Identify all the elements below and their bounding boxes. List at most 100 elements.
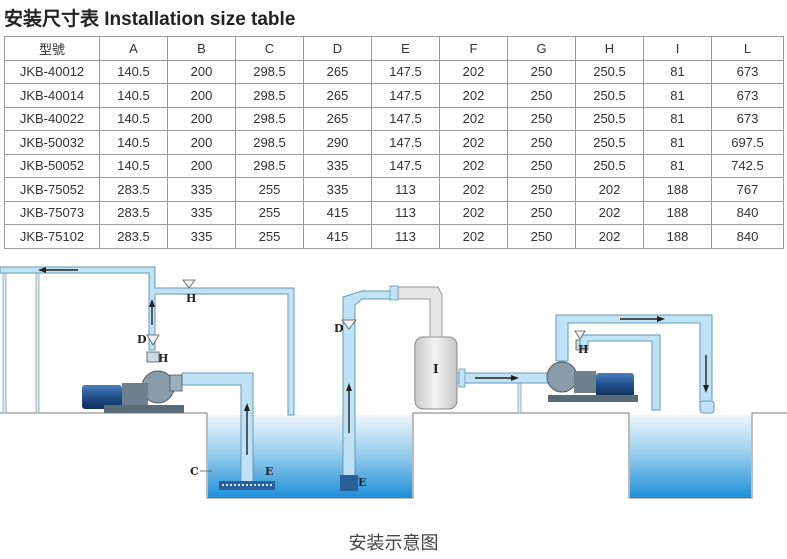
model-cell: JKB-40014 — [4, 83, 100, 108]
dimension-cell: 202 — [439, 83, 508, 108]
dimension-cell: 202 — [439, 153, 508, 178]
installation-diagram: H D H C E D E I H — [0, 266, 787, 499]
dimension-cell: 113 — [371, 200, 440, 225]
dimension-cell: 147.5 — [371, 83, 440, 108]
dimension-cell: 200 — [167, 153, 236, 178]
dimension-cell: 202 — [575, 224, 644, 249]
right-outlet — [699, 400, 715, 414]
dimension-cell: 202 — [439, 59, 508, 84]
dimension-cell: 283.5 — [99, 224, 168, 249]
label-h-left-lower: H — [158, 352, 168, 365]
left-frame-post-2 — [35, 269, 40, 414]
dimension-cell: 298.5 — [235, 59, 304, 84]
left-frame-post-1 — [2, 269, 7, 414]
center-valve-d — [341, 319, 357, 330]
right-pump-bracket — [574, 371, 596, 393]
dimension-cell: 250.5 — [575, 106, 644, 131]
tank-flange — [389, 285, 399, 301]
dimension-cell: 255 — [235, 177, 304, 202]
dimension-cell: 673 — [711, 83, 784, 108]
left-top-arrowhead — [38, 267, 46, 273]
dimension-cell: 113 — [371, 224, 440, 249]
header-l: L — [711, 36, 784, 61]
dimension-cell: 335 — [167, 224, 236, 249]
dimension-cell: 250 — [507, 153, 576, 178]
dimension-cell: 673 — [711, 59, 784, 84]
header-i: I — [643, 36, 712, 61]
left-pump-base — [104, 405, 184, 413]
dimension-cell: 200 — [167, 106, 236, 131]
header-b: B — [167, 36, 236, 61]
dimension-cell: 298.5 — [235, 153, 304, 178]
header-d: D — [303, 36, 372, 61]
dimension-cell: 140.5 — [99, 59, 168, 84]
dimension-cell: 255 — [235, 224, 304, 249]
dimension-cell: 298.5 — [235, 106, 304, 131]
dimension-cell: 81 — [643, 130, 712, 155]
header-g: G — [507, 36, 576, 61]
dimension-cell: 265 — [303, 106, 372, 131]
dimension-cell: 147.5 — [371, 130, 440, 155]
dimension-cell: 335 — [303, 177, 372, 202]
model-cell: JKB-75102 — [4, 224, 100, 249]
dimension-cell: 147.5 — [371, 153, 440, 178]
priming-tank-neck — [397, 286, 443, 338]
dimension-cell: 188 — [643, 177, 712, 202]
right-motor — [596, 373, 634, 397]
dimension-cell: 298.5 — [235, 130, 304, 155]
label-c: C — [190, 465, 199, 478]
label-e-left: E — [265, 465, 273, 478]
dimension-cell: 140.5 — [99, 130, 168, 155]
dimension-cell: 200 — [167, 130, 236, 155]
label-d-left: D — [137, 333, 147, 346]
right-top-arrowhead — [657, 316, 665, 322]
model-cell: JKB-40012 — [4, 59, 100, 84]
dimension-cell: 265 — [303, 59, 372, 84]
tank-outlet-flange — [458, 368, 466, 388]
header-h: H — [575, 36, 644, 61]
dimension-cell: 697.5 — [711, 130, 784, 155]
left-motor — [82, 385, 122, 409]
dimension-cell: 250 — [507, 106, 576, 131]
dimension-cell: 140.5 — [99, 153, 168, 178]
left-valve-h-top — [182, 279, 196, 289]
dimension-cell: 81 — [643, 106, 712, 131]
right-pool-water — [630, 415, 751, 498]
dimension-cell: 250.5 — [575, 59, 644, 84]
dimension-cell: 202 — [439, 224, 508, 249]
model-cell: JKB-75052 — [4, 177, 100, 202]
dimension-cell: 335 — [303, 153, 372, 178]
header-c: C — [235, 36, 304, 61]
dimension-cell: 265 — [303, 83, 372, 108]
dimension-cell: 250 — [507, 224, 576, 249]
dimension-cell: 202 — [575, 177, 644, 202]
label-h-top: H — [186, 292, 196, 305]
header-e: E — [371, 36, 440, 61]
dimension-cell: 415 — [303, 200, 372, 225]
dimension-cell: 188 — [643, 224, 712, 249]
page-title: 安装尺寸表 Installation size table — [4, 9, 296, 30]
center-suction-arrowhead — [346, 383, 352, 391]
left-pump-flange — [169, 374, 183, 392]
left-top-pipe — [0, 266, 295, 416]
label-d-mid: D — [334, 322, 344, 335]
right-pump-volute — [546, 361, 578, 393]
dimension-cell: 140.5 — [99, 83, 168, 108]
left-valve-d — [146, 334, 160, 346]
header-a: A — [99, 36, 168, 61]
dimension-cell: 200 — [167, 59, 236, 84]
dimension-cell: 255 — [235, 200, 304, 225]
right-return-pipe — [579, 334, 661, 411]
model-cell: JKB-50052 — [4, 153, 100, 178]
right-down-arrowhead — [703, 385, 709, 393]
dimension-cell: 250.5 — [575, 83, 644, 108]
dimension-cell: 298.5 — [235, 83, 304, 108]
header-f: F — [439, 36, 508, 61]
label-i: I — [433, 362, 439, 376]
